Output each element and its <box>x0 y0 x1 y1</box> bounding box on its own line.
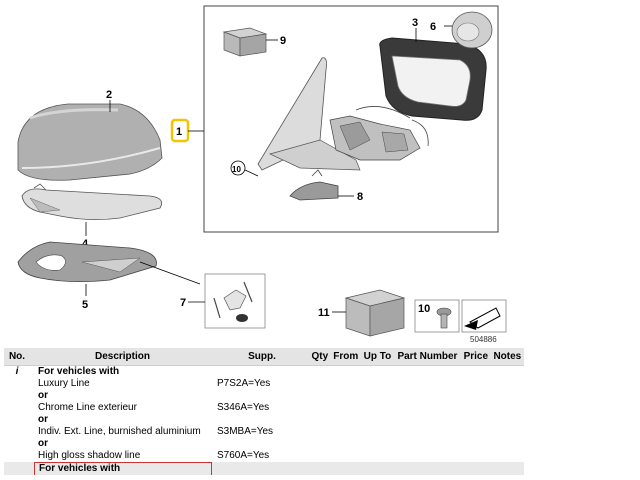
part-3-mirror-glass <box>379 37 487 121</box>
part-5-trim-frame <box>17 241 157 282</box>
row-description: or <box>38 414 48 425</box>
callout-5[interactable]: 5 <box>82 299 88 311</box>
callout-1[interactable]: 1 <box>176 126 182 138</box>
table-row: For vehicles with <box>4 462 524 475</box>
table-row: High gloss shadow line S760A=Yes <box>4 450 524 462</box>
table-row: Luxury Line P7S2A=Yes <box>4 378 524 390</box>
callout-3[interactable]: 3 <box>412 17 418 29</box>
part-7-fasteners <box>213 281 253 322</box>
mirror-base-assembly <box>257 57 429 171</box>
part-6-motor <box>451 11 493 49</box>
row-supp: S760A=Yes <box>217 450 270 461</box>
header-up-to: Up To <box>360 348 394 366</box>
header-part-number: Part Number <box>393 348 461 366</box>
row-supp <box>215 390 309 402</box>
row-description: For vehicles with <box>38 366 120 377</box>
part-11-box <box>344 289 406 337</box>
table-header-row: No. Description Supp. Qty From Up To Par… <box>4 348 524 366</box>
part-4-turn-signal <box>21 183 163 220</box>
row-supp <box>215 438 309 450</box>
header-qty: Qty <box>309 348 331 366</box>
arrow-icon <box>464 307 501 330</box>
header-notes: Notes <box>490 348 524 366</box>
table-row: or <box>4 438 524 450</box>
table-row: or <box>4 390 524 402</box>
table-row: Chrome Line exterieur S346A=Yes <box>4 402 524 414</box>
detail-frame <box>203 5 499 233</box>
image-code: 504886 <box>470 335 497 344</box>
screw-icon <box>436 307 452 329</box>
part-10-box <box>414 299 460 333</box>
row-description: or <box>38 390 48 401</box>
row-description: Indiv. Ext. Line, burnished aluminium <box>38 426 201 437</box>
row-supp <box>215 414 309 426</box>
header-from: From <box>330 348 361 366</box>
part-2-mirror-cap <box>17 103 163 181</box>
row-description: Chrome Line exterieur <box>38 402 137 413</box>
callout-9[interactable]: 9 <box>280 35 286 47</box>
callout-2[interactable]: 2 <box>106 89 112 101</box>
row-description: or <box>38 438 48 449</box>
parts-table: No. Description Supp. Qty From Up To Par… <box>4 348 524 475</box>
callout-7[interactable]: 7 <box>180 297 186 309</box>
part-9-box <box>222 27 268 57</box>
header-description: Description <box>30 348 215 366</box>
row-supp <box>215 366 309 379</box>
row-description: High gloss shadow line <box>38 450 141 461</box>
info-icon[interactable]: i <box>15 366 19 377</box>
row-supp: S346A=Yes <box>217 402 270 413</box>
header-no: No. <box>4 348 30 366</box>
table-row: Indiv. Ext. Line, burnished aluminium S3… <box>4 426 524 438</box>
callout-10[interactable]: 10 <box>418 303 430 315</box>
row-supp: P7S2A=Yes <box>217 378 271 389</box>
row-description: For vehicles with <box>34 462 212 475</box>
part-8-gasket <box>289 169 339 201</box>
table-row: or <box>4 414 524 426</box>
callout-6[interactable]: 6 <box>430 21 436 33</box>
callout-4[interactable]: 4 <box>82 238 89 250</box>
table-row: i For vehicles with <box>4 366 524 379</box>
row-supp: S3MBA=Yes <box>217 426 274 437</box>
callout-11[interactable]: 11 <box>318 307 330 319</box>
row-description: Luxury Line <box>38 378 90 389</box>
callout-8[interactable]: 8 <box>357 191 363 203</box>
header-supp: Supp. <box>215 348 309 366</box>
callout-10-detail[interactable]: 10 <box>232 165 241 174</box>
parts-diagram: 9 3 6 10 8 1 2 <box>17 5 507 344</box>
callout-1-highlight <box>170 118 190 143</box>
header-price: Price <box>460 348 491 366</box>
